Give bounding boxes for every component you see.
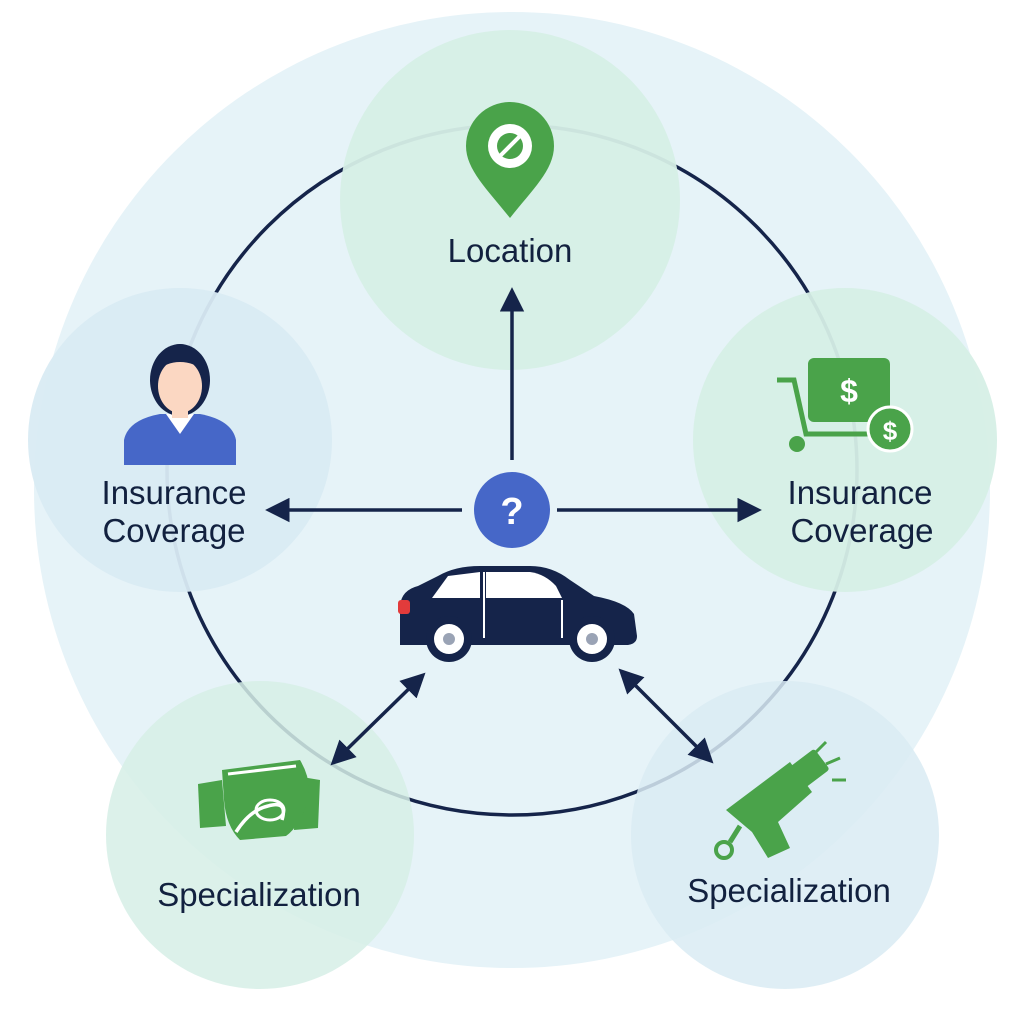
left-insurance-label-line2: Coverage [102, 512, 245, 549]
map-pin-icon [466, 102, 554, 218]
arrow-bottom-left [330, 672, 426, 766]
svg-text:$: $ [840, 373, 858, 409]
svg-text:$: $ [883, 416, 898, 446]
car-icon [398, 566, 637, 662]
bubble-right-insurance [693, 288, 997, 592]
arrow-bottom-right [618, 668, 714, 764]
question-badge: ? [474, 472, 550, 548]
location-label: Location [448, 232, 573, 269]
bottom-right-specialization-label: Specialization [687, 872, 891, 909]
question-badge-text: ? [500, 491, 523, 533]
left-insurance-label-line1: Insurance [102, 474, 247, 511]
bottom-left-specialization-label: Specialization [157, 876, 361, 913]
money-cart-icon: $ $ [777, 358, 914, 453]
handshake-money-icon [198, 760, 320, 840]
person-icon [124, 344, 236, 465]
right-insurance-label-line1: Insurance [788, 474, 933, 511]
spray-nozzle-icon [714, 740, 846, 860]
right-insurance-label-line2: Coverage [790, 512, 933, 549]
